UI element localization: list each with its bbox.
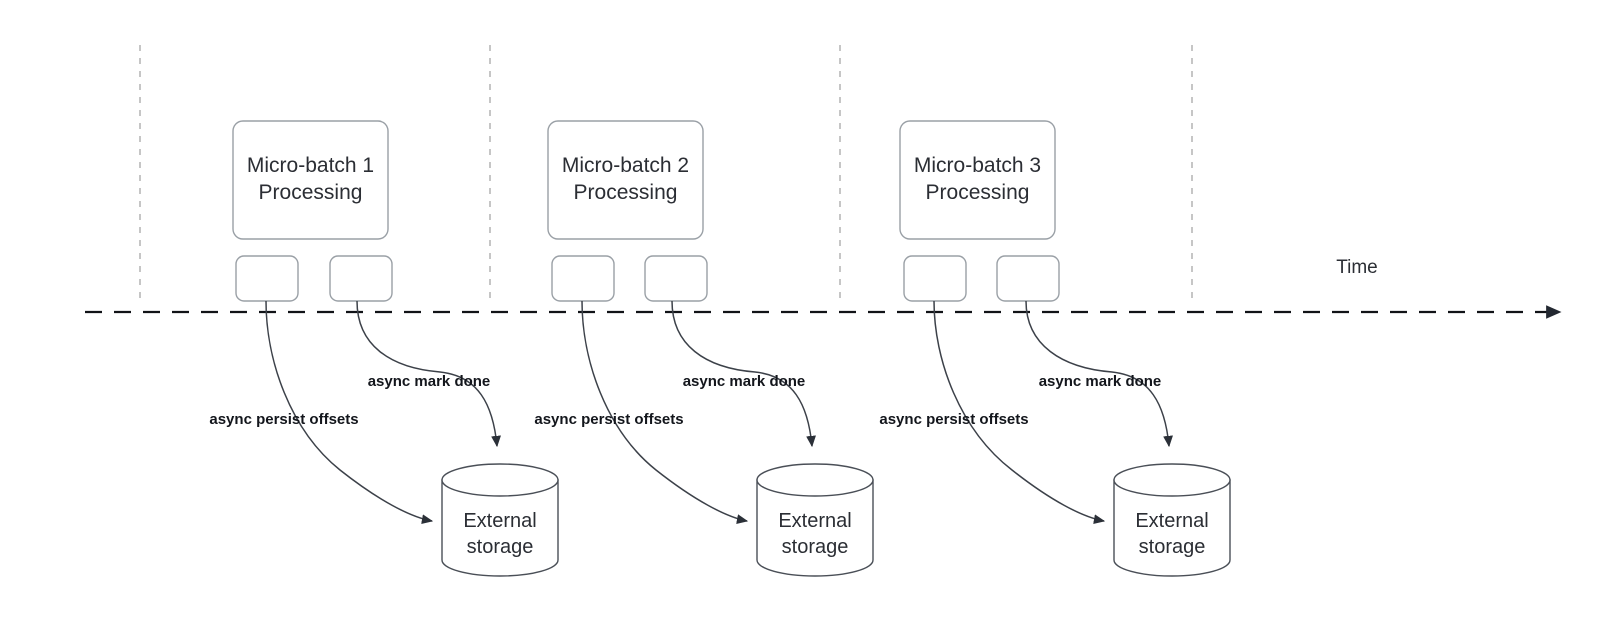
micro-batch-3-label-line1: Micro-batch 3 xyxy=(914,154,1041,177)
async-persist-offsets-label-1: async persist offsets xyxy=(209,411,358,428)
micro-batch-2-box[interactable] xyxy=(547,120,704,240)
external-storage-2-label-line1: External xyxy=(778,510,851,532)
micro-batch-3-box[interactable] xyxy=(899,120,1056,240)
async-persist-offsets-arrow-3 xyxy=(933,300,1106,525)
async-persist-offsets-arrow-1 xyxy=(265,300,434,525)
group-1: Micro-batch 1 Processing External storag… xyxy=(209,120,559,577)
external-storage-3-label-line2: storage xyxy=(1139,536,1206,558)
task-box-2-right[interactable] xyxy=(644,255,708,302)
external-storage-3-label-line1: External xyxy=(1135,510,1208,532)
external-storage-2-label-line2: storage xyxy=(782,536,849,558)
external-storage-3[interactable]: External storage xyxy=(1113,463,1231,577)
task-box-1-right[interactable] xyxy=(329,255,393,302)
micro-batch-2-label-line2: Processing xyxy=(574,181,678,204)
external-storage-1-label-line2: storage xyxy=(467,536,534,558)
micro-batch-1-box[interactable] xyxy=(232,120,389,240)
async-mark-done-arrow-1 xyxy=(356,300,501,448)
external-storage-1[interactable]: External storage xyxy=(441,463,559,577)
async-mark-done-arrow-2 xyxy=(671,300,816,448)
task-box-3-left[interactable] xyxy=(903,255,967,302)
guide-lines xyxy=(139,45,1193,305)
task-box-2-left[interactable] xyxy=(551,255,615,302)
external-storage-1-label-line1: External xyxy=(463,510,536,532)
group-2: Micro-batch 2 Processing External storag… xyxy=(534,120,874,577)
timeline-axis: Time xyxy=(85,257,1562,319)
async-mark-done-label-3: async mark done xyxy=(1039,373,1162,390)
micro-batch-1-label-line2: Processing xyxy=(259,181,363,204)
micro-batch-3-label-line2: Processing xyxy=(926,181,1030,204)
group-3: Micro-batch 3 Processing External storag… xyxy=(879,120,1231,577)
async-persist-offsets-arrow-2 xyxy=(581,300,749,524)
task-box-3-right[interactable] xyxy=(996,255,1060,302)
external-storage-2[interactable]: External storage xyxy=(756,463,874,577)
async-persist-offsets-label-2: async persist offsets xyxy=(534,411,683,428)
async-persist-offsets-label-3: async persist offsets xyxy=(879,411,1028,428)
time-axis-label: Time xyxy=(1336,257,1378,278)
async-mark-done-label-1: async mark done xyxy=(368,373,491,390)
micro-batch-2-label-line1: Micro-batch 2 xyxy=(562,154,689,177)
async-mark-done-arrow-3 xyxy=(1025,300,1173,448)
task-box-1-left[interactable] xyxy=(235,255,299,302)
micro-batch-1-label-line1: Micro-batch 1 xyxy=(247,154,374,177)
async-mark-done-label-2: async mark done xyxy=(683,373,806,390)
